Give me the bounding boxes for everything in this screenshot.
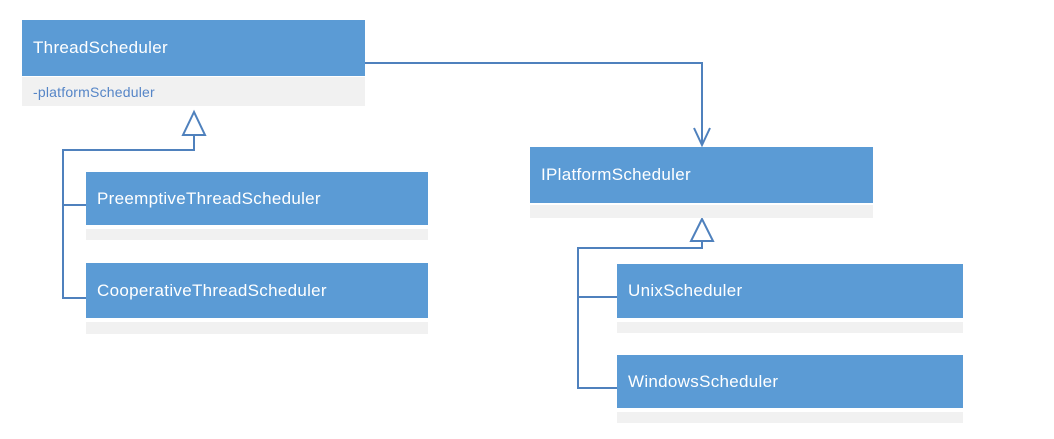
- generalization-connector-threadscheduler-children[interactable]: [62, 136, 195, 299]
- class-name-label: WindowsScheduler: [628, 371, 779, 391]
- class-node-iplatformscheduler[interactable]: IPlatformScheduler: [530, 147, 873, 218]
- attribute-label: -platformScheduler: [33, 83, 155, 100]
- class-attributes-row: -platformScheduler: [22, 77, 365, 106]
- inheritance-triangle-icon: [689, 216, 715, 242]
- generalization-connector-iplatformscheduler-children[interactable]: [577, 241, 703, 389]
- class-node-cooperativethreadscheduler[interactable]: CooperativeThreadScheduler: [86, 263, 428, 334]
- class-name-label: IPlatformScheduler: [541, 165, 691, 184]
- class-node-threadscheduler[interactable]: ThreadScheduler -platformScheduler: [22, 20, 365, 106]
- inheritance-triangle-icon: [181, 109, 207, 136]
- class-node-unixscheduler[interactable]: UnixScheduler: [617, 264, 963, 333]
- class-node-windowsscheduler[interactable]: WindowsScheduler: [617, 355, 963, 423]
- class-header: ThreadScheduler: [22, 20, 365, 76]
- class-header: UnixScheduler: [617, 264, 963, 318]
- class-name-label: CooperativeThreadScheduler: [97, 280, 327, 300]
- class-node-preemptivethreadscheduler[interactable]: PreemptiveThreadScheduler: [86, 172, 428, 240]
- class-header: PreemptiveThreadScheduler: [86, 172, 428, 225]
- open-arrowhead-icon: [693, 127, 711, 148]
- class-name-label: ThreadScheduler: [33, 38, 168, 57]
- class-header: IPlatformScheduler: [530, 147, 873, 203]
- class-attributes-row-empty: [617, 322, 963, 333]
- class-name-label: PreemptiveThreadScheduler: [97, 188, 321, 208]
- class-attributes-row-empty: [86, 229, 428, 240]
- class-name-label: UnixScheduler: [628, 281, 743, 300]
- class-header: CooperativeThreadScheduler: [86, 263, 428, 318]
- class-attributes-row-empty: [530, 205, 873, 218]
- class-attributes-row-empty: [617, 412, 963, 423]
- class-attributes-row-empty: [86, 322, 428, 334]
- association-connector-threadscheduler-iplatformscheduler[interactable]: [365, 62, 703, 143]
- class-header: WindowsScheduler: [617, 355, 963, 408]
